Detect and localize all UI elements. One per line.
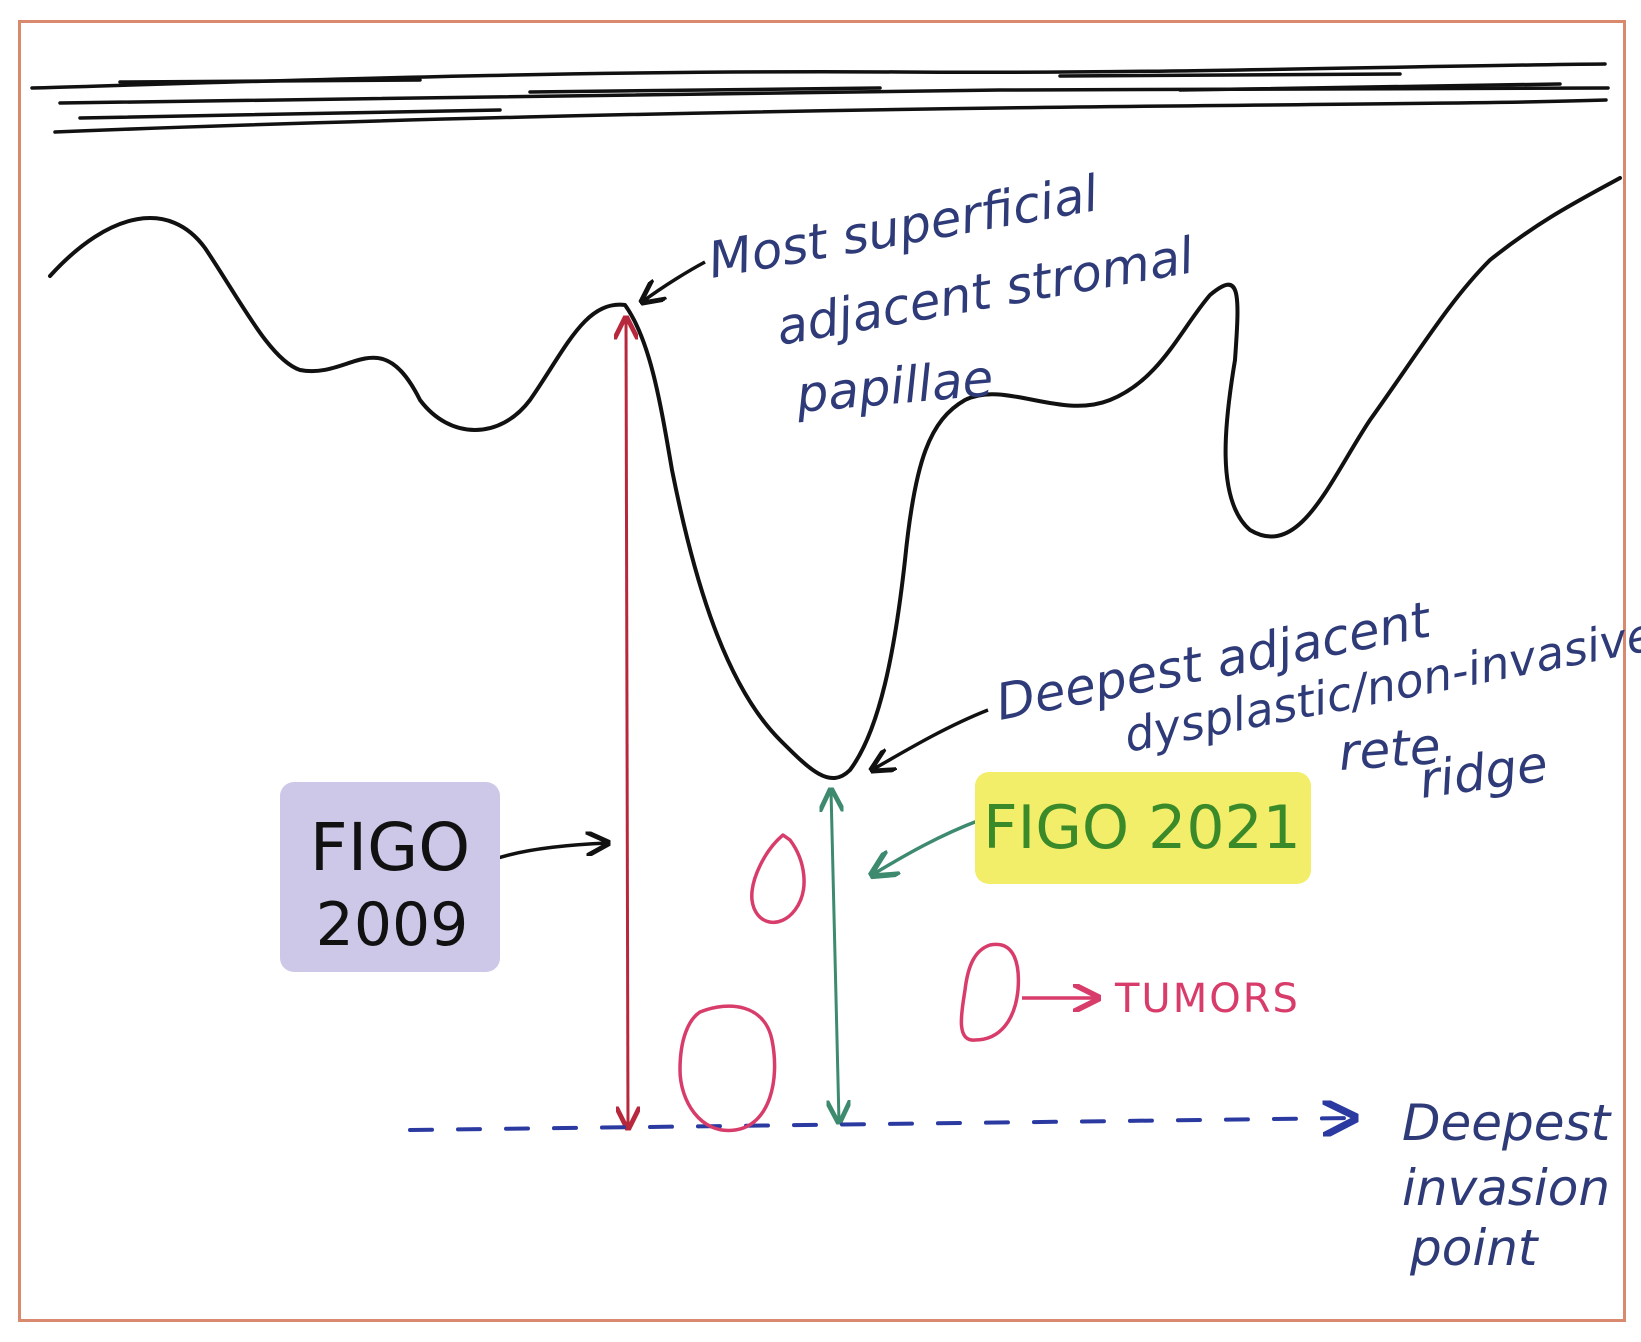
figo2009-pointer bbox=[492, 843, 608, 860]
invasion-line3: point bbox=[1409, 1219, 1540, 1277]
superficial-papillae-annotation: Most superficial adjacent stromal papill… bbox=[704, 164, 1198, 424]
figo2021-label: FIGO 2021 bbox=[983, 793, 1301, 863]
figo2009-depth-arrow bbox=[626, 318, 628, 1128]
invasion-line2: invasion bbox=[1402, 1159, 1610, 1217]
tumors-label: TUMORS bbox=[1114, 976, 1300, 1022]
surface-epithelium-lines bbox=[32, 64, 1608, 132]
figo2021-depth-arrow bbox=[831, 790, 839, 1122]
superficial-papillae-pointer bbox=[642, 262, 705, 302]
figo2009-label-line2: 2009 bbox=[316, 890, 469, 960]
figo2009-label-line1: FIGO bbox=[310, 809, 471, 886]
deepest-ridge-pointer bbox=[872, 710, 988, 770]
deepest-invasion-annotation: Deepest invasion point bbox=[1402, 1094, 1613, 1277]
superficial-line3: papillae bbox=[793, 349, 996, 424]
tumor-foci bbox=[680, 835, 1018, 1130]
tumor-blob-upper bbox=[752, 835, 804, 922]
figo2021-pointer bbox=[872, 820, 980, 875]
tumor-blob-right bbox=[961, 944, 1018, 1040]
deepest-invasion-line bbox=[410, 1118, 1355, 1130]
tumor-blob-lower bbox=[680, 1006, 775, 1130]
invasion-line1: Deepest bbox=[1402, 1094, 1613, 1152]
